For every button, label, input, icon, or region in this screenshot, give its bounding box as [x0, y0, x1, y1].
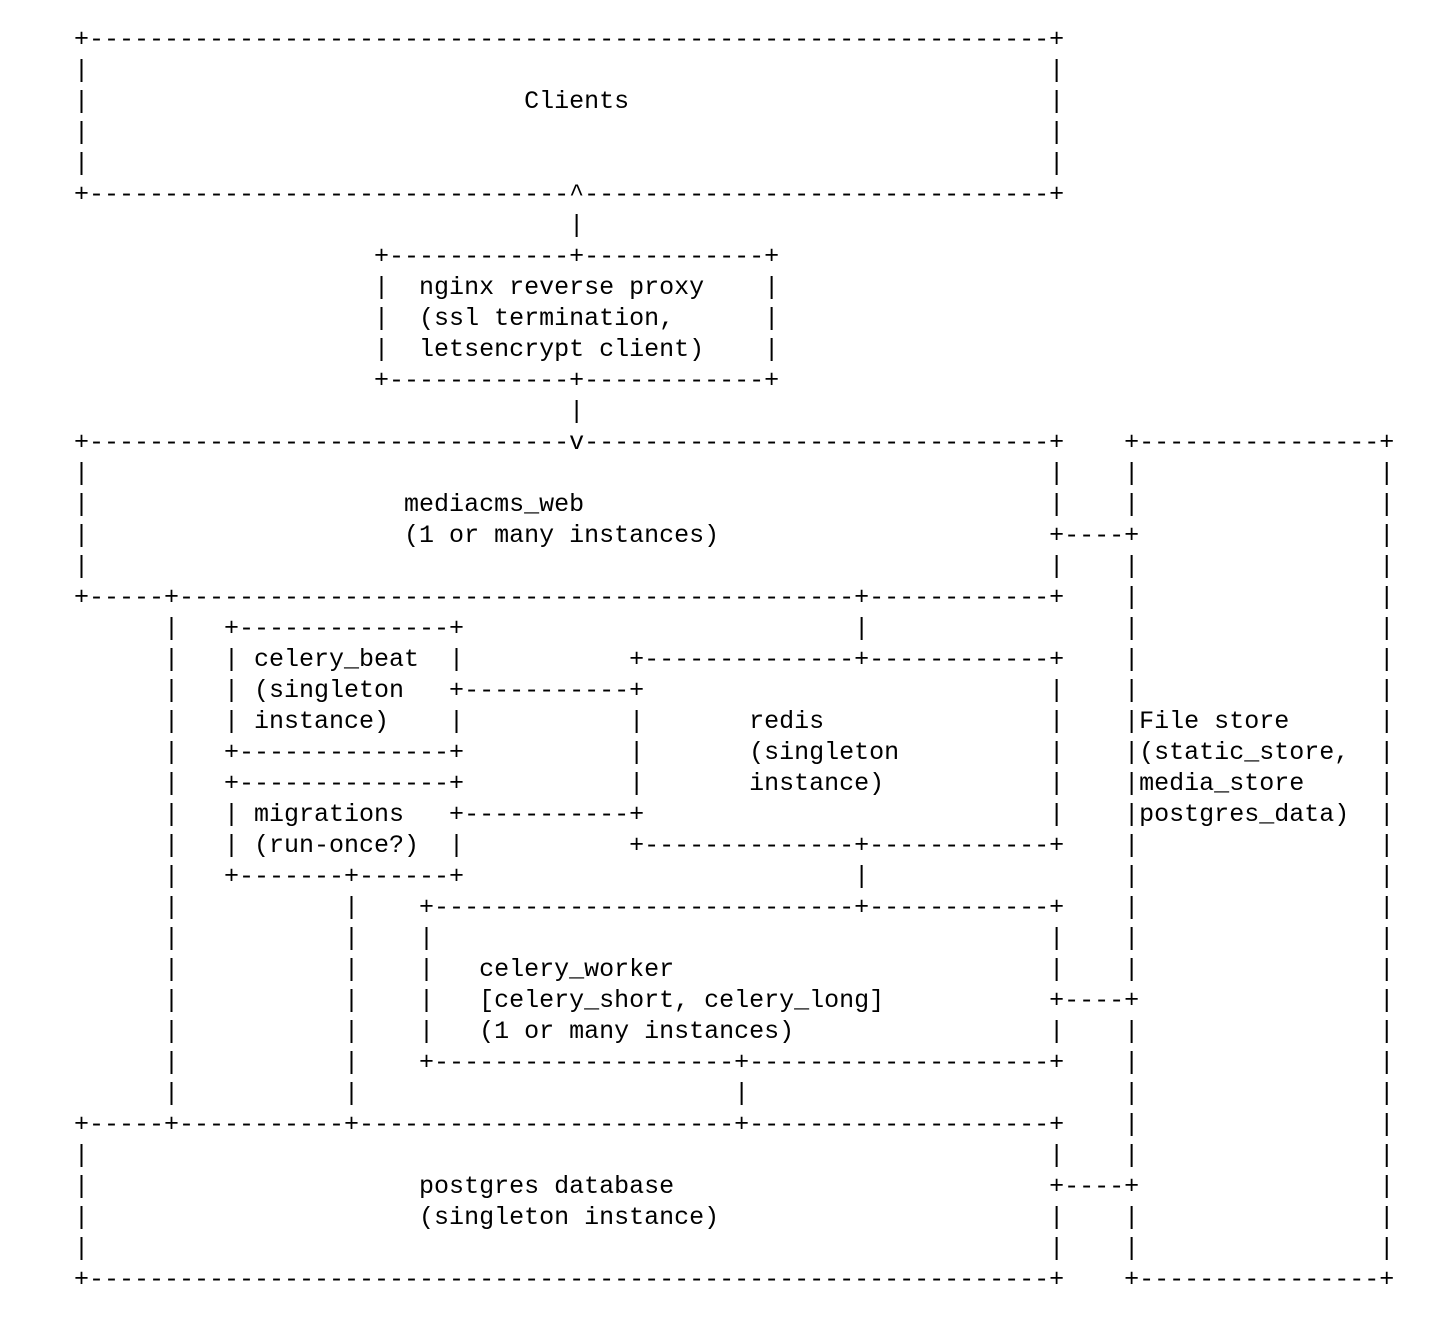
ascii-architecture-diagram: +---------------------------------------… — [74, 25, 1395, 1294]
